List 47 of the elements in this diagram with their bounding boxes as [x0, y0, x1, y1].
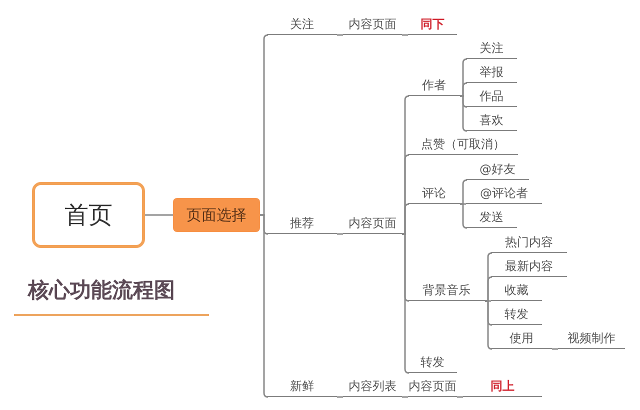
topic-label: 新鲜: [267, 377, 337, 397]
topic-label: 内容列表: [343, 377, 402, 397]
topic-label: 视频制作: [558, 329, 625, 349]
root-box: 首页: [32, 182, 145, 248]
topic-label: 举报: [466, 63, 517, 83]
connector-line: [260, 214, 269, 398]
topic-label: 评论: [408, 184, 460, 204]
topic-label: 转发: [491, 305, 542, 325]
topic-label: @好友: [466, 160, 529, 180]
connector-line: [457, 396, 463, 398]
topic-label: 同上: [463, 377, 542, 397]
connector-line: [460, 179, 468, 205]
topic-label: 发送: [466, 208, 517, 228]
topic-label: 喜欢: [466, 111, 517, 131]
connector-line: [337, 233, 343, 235]
topic-label: 作者: [408, 76, 460, 96]
topic-label: 使用: [491, 329, 552, 349]
topic-label: 关注: [267, 15, 337, 35]
topic-label: 同下: [408, 15, 457, 35]
connector-line: [460, 203, 468, 229]
topic-label: 内容页面: [408, 377, 457, 397]
connector-line: [337, 396, 343, 398]
topic-box: 页面选择: [173, 198, 260, 232]
topic-label: 热门内容: [491, 233, 567, 253]
topic-label: 作品: [466, 87, 517, 107]
connector-line: [145, 214, 173, 216]
topic-label: 点赞（可取消）: [408, 135, 518, 155]
topic-label: 推荐: [267, 214, 337, 234]
connector-line: [460, 95, 468, 132]
topic-label: 关注: [466, 39, 517, 59]
connector-line: [337, 34, 343, 36]
topic-label: 收藏: [491, 281, 542, 301]
connector-line: [402, 233, 410, 374]
topic-label: 内容页面: [343, 214, 402, 234]
connector-line: [552, 348, 558, 350]
connector-line: [402, 203, 410, 235]
title-text: 核心功能流程图: [28, 277, 175, 304]
topic-label: 最新内容: [491, 257, 567, 277]
topic-label: @评论者: [466, 184, 542, 204]
topic-label: 背景音乐: [408, 281, 485, 301]
connector-line: [485, 276, 493, 302]
connector-line: [402, 396, 408, 398]
connector-line: [485, 300, 493, 350]
topic-label: 转发: [408, 353, 457, 373]
connector-line: [402, 34, 408, 36]
connector-line: [460, 82, 468, 97]
topic-label: 内容页面: [343, 15, 402, 35]
